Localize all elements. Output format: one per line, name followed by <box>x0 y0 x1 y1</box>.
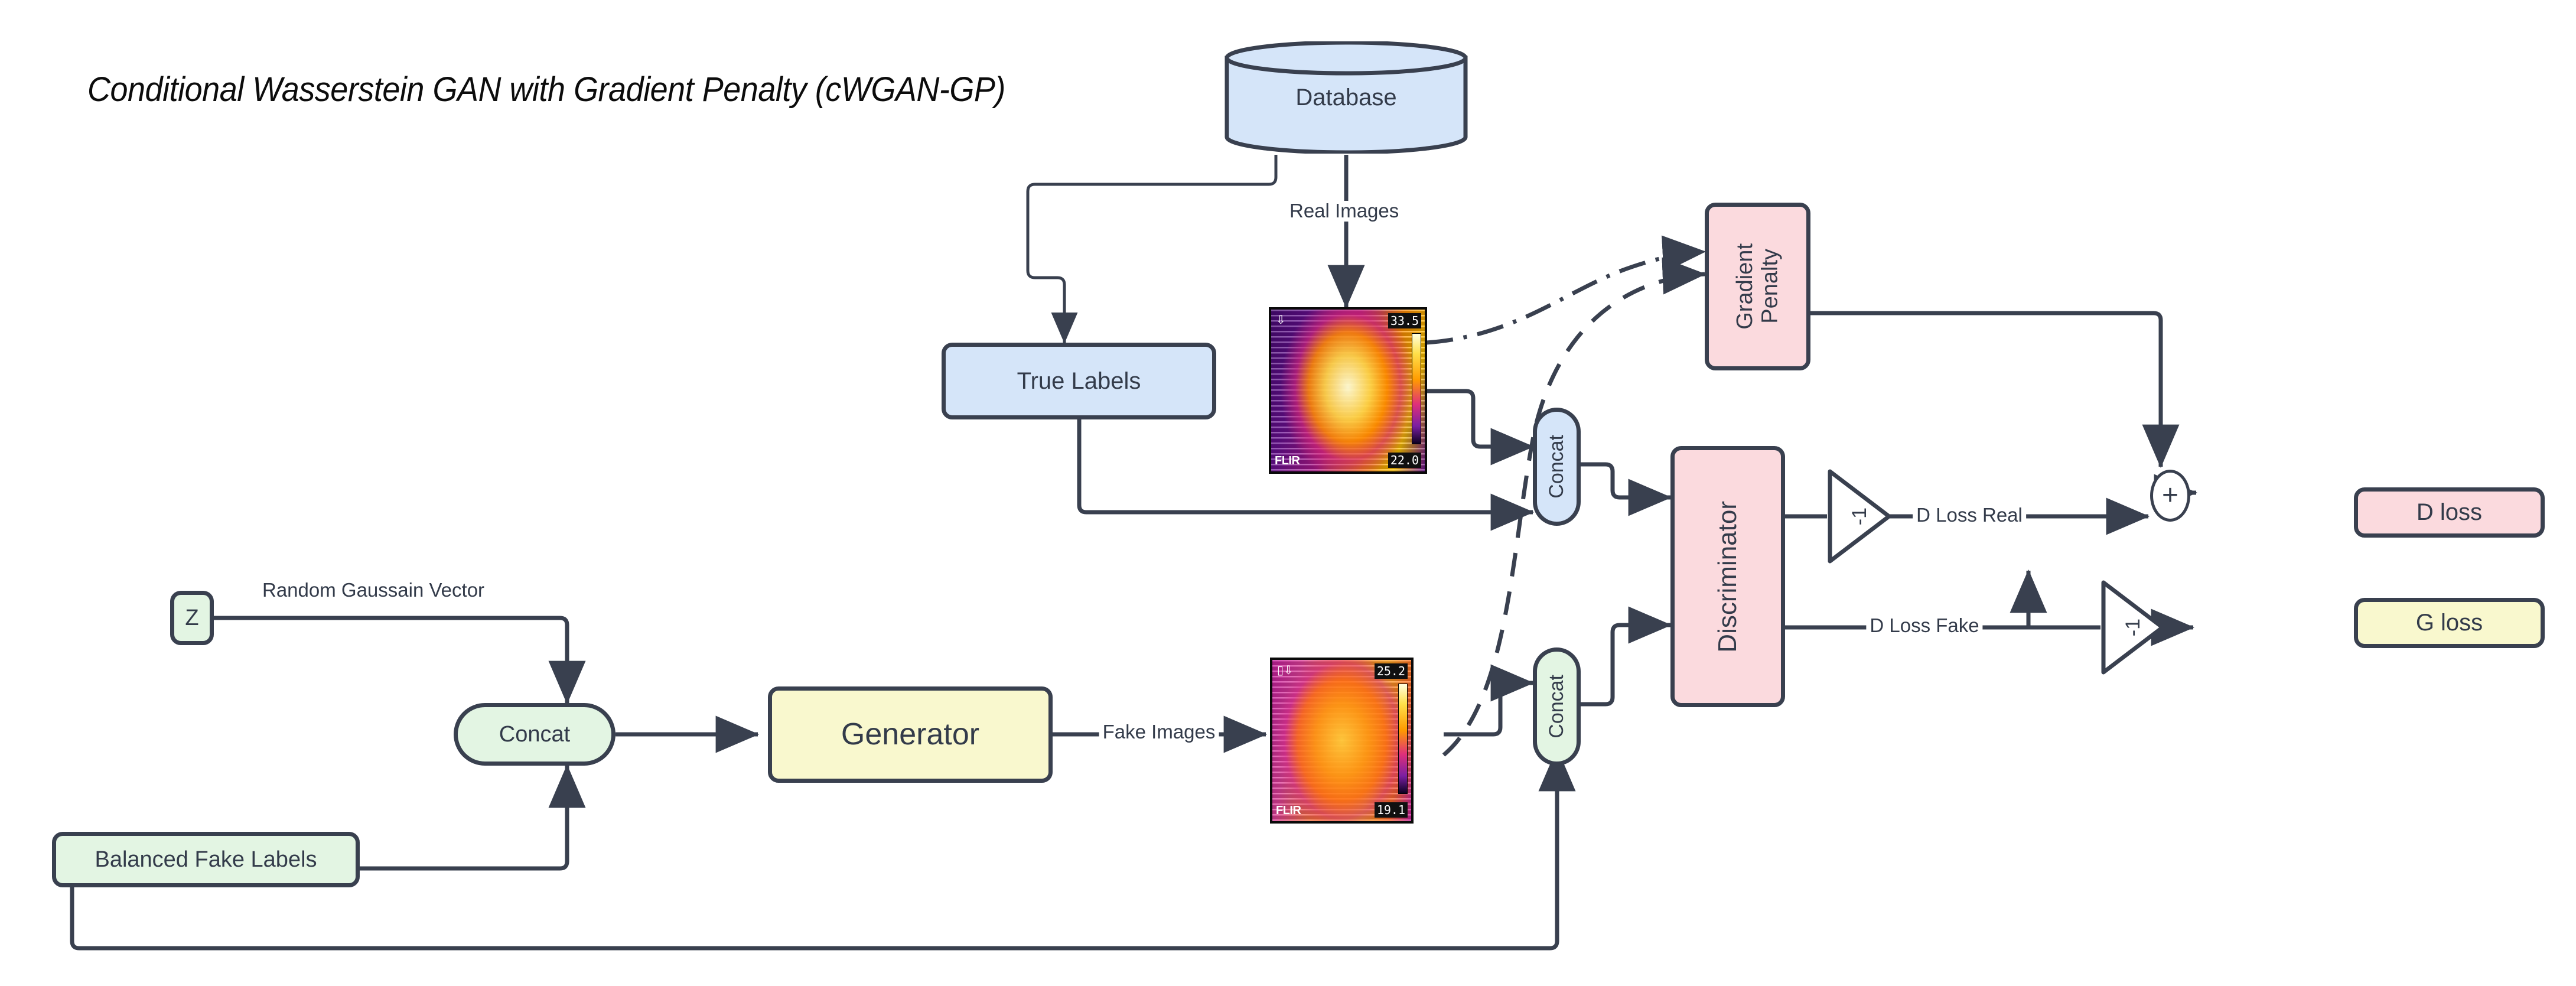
concat-fake-node[interactable]: Concat <box>1533 647 1581 766</box>
gain-real-triangle <box>1828 469 1891 564</box>
fake-thermal-image[interactable]: ▯⇩ 25.2 19.1 FLIR <box>1270 658 1414 824</box>
gradient-penalty-label: Gradient Penalty <box>1732 243 1783 330</box>
edge-fake-image-to-concat-fake <box>1444 664 1535 737</box>
real-colorbar <box>1412 333 1421 444</box>
balanced-fake-labels-node[interactable]: Balanced Fake Labels <box>52 832 360 887</box>
real-temp-max: 33.5 <box>1388 313 1421 328</box>
true-labels-node[interactable]: True Labels <box>942 343 1216 419</box>
concat-fake-label: Concat <box>1545 675 1568 738</box>
edge-database-to-true-labels <box>1026 155 1278 344</box>
edge-balanced-labels-to-concat-fake <box>70 747 1576 951</box>
edge-concat-real-to-discriminator <box>1581 462 1672 516</box>
g-loss-node[interactable]: G loss <box>2354 598 2545 648</box>
edge-label-d-loss-fake: D Loss Fake <box>1866 615 1983 636</box>
flir-watermark-real: FLIR <box>1275 454 1300 467</box>
real-thermal-body <box>1271 310 1425 471</box>
concat-z-label: Concat <box>499 721 571 747</box>
generator-node[interactable]: Generator <box>768 686 1053 783</box>
edge-gradient-penalty-to-sum <box>1810 311 2180 468</box>
edge-label-d-loss-real: D Loss Real <box>1913 505 2026 526</box>
gain-fake-triangle <box>2101 580 2165 675</box>
edge-real-image-to-concat-real <box>1426 389 1535 466</box>
fake-temp-min: 19.1 <box>1374 802 1408 818</box>
fake-thermal-body <box>1272 660 1411 821</box>
database-label: Database <box>1295 84 1397 110</box>
edge-z-to-concat-z <box>214 616 586 705</box>
gain-fake-label: -1 <box>2121 618 2144 637</box>
sum-node[interactable]: + <box>2150 470 2190 522</box>
edge-balanced-labels-to-concat-z <box>129 764 586 871</box>
fake-temp-max: 25.2 <box>1374 663 1408 679</box>
gradient-penalty-node[interactable]: Gradient Penalty <box>1705 203 1810 370</box>
d-loss-node[interactable]: D loss <box>2354 487 2545 538</box>
true-labels-label: True Labels <box>1017 367 1141 394</box>
sum-label: + <box>2161 480 2179 511</box>
gain-real-label: -1 <box>1848 507 1871 526</box>
gain-fake-label-wrap: -1 <box>2100 580 2182 675</box>
gain-real-node[interactable]: -1 <box>1827 468 1892 564</box>
z-label: Z <box>185 605 199 630</box>
edge-label-real-images: Real Images <box>1286 200 1403 222</box>
gradient-penalty-line1: Gradient <box>1732 243 1757 330</box>
real-temp-min: 22.0 <box>1388 453 1421 468</box>
d-loss-label: D loss <box>2416 499 2483 526</box>
download-icon: ⇩ <box>1276 314 1286 327</box>
edge-label-random-gaussian-vector: Random Gaussain Vector <box>259 580 489 601</box>
edge-true-labels-to-concat-real <box>1077 419 1535 531</box>
z-node[interactable]: Z <box>170 591 214 645</box>
fake-colorbar <box>1398 684 1408 794</box>
generator-label: Generator <box>841 717 980 752</box>
flir-watermark-fake: FLIR <box>1276 804 1301 817</box>
balanced-fake-labels-label: Balanced Fake Labels <box>95 847 317 872</box>
edge-real-image-to-gradient-penalty <box>1425 235 1707 345</box>
database-node[interactable]: Database <box>1225 40 1468 155</box>
edge-concat-fake-to-discriminator <box>1581 606 1672 707</box>
battery-icon: ▯⇩ <box>1277 664 1294 677</box>
gain-fake-node[interactable]: -1 <box>2100 580 2165 675</box>
concat-real-node[interactable]: Concat <box>1533 408 1581 526</box>
real-thermal-image[interactable]: ⇩ 33.5 22.0 FLIR <box>1269 307 1427 474</box>
gradient-penalty-line2: Penalty <box>1757 249 1783 324</box>
concat-z-node[interactable]: Concat <box>454 703 615 766</box>
discriminator-label: Discriminator <box>1713 500 1743 653</box>
g-loss-label: G loss <box>2415 610 2483 636</box>
edge-fake-image-to-gradient-penalty <box>1442 257 1707 757</box>
concat-real-label: Concat <box>1545 435 1568 499</box>
diagram-title: Conditional Wasserstein GAN with Gradien… <box>87 70 1005 109</box>
gain-real-label-wrap: -1 <box>1827 468 1909 564</box>
discriminator-node[interactable]: Discriminator <box>1670 446 1785 707</box>
edge-label-fake-images: Fake Images <box>1099 721 1219 743</box>
cylinder-shape <box>1225 40 1468 155</box>
